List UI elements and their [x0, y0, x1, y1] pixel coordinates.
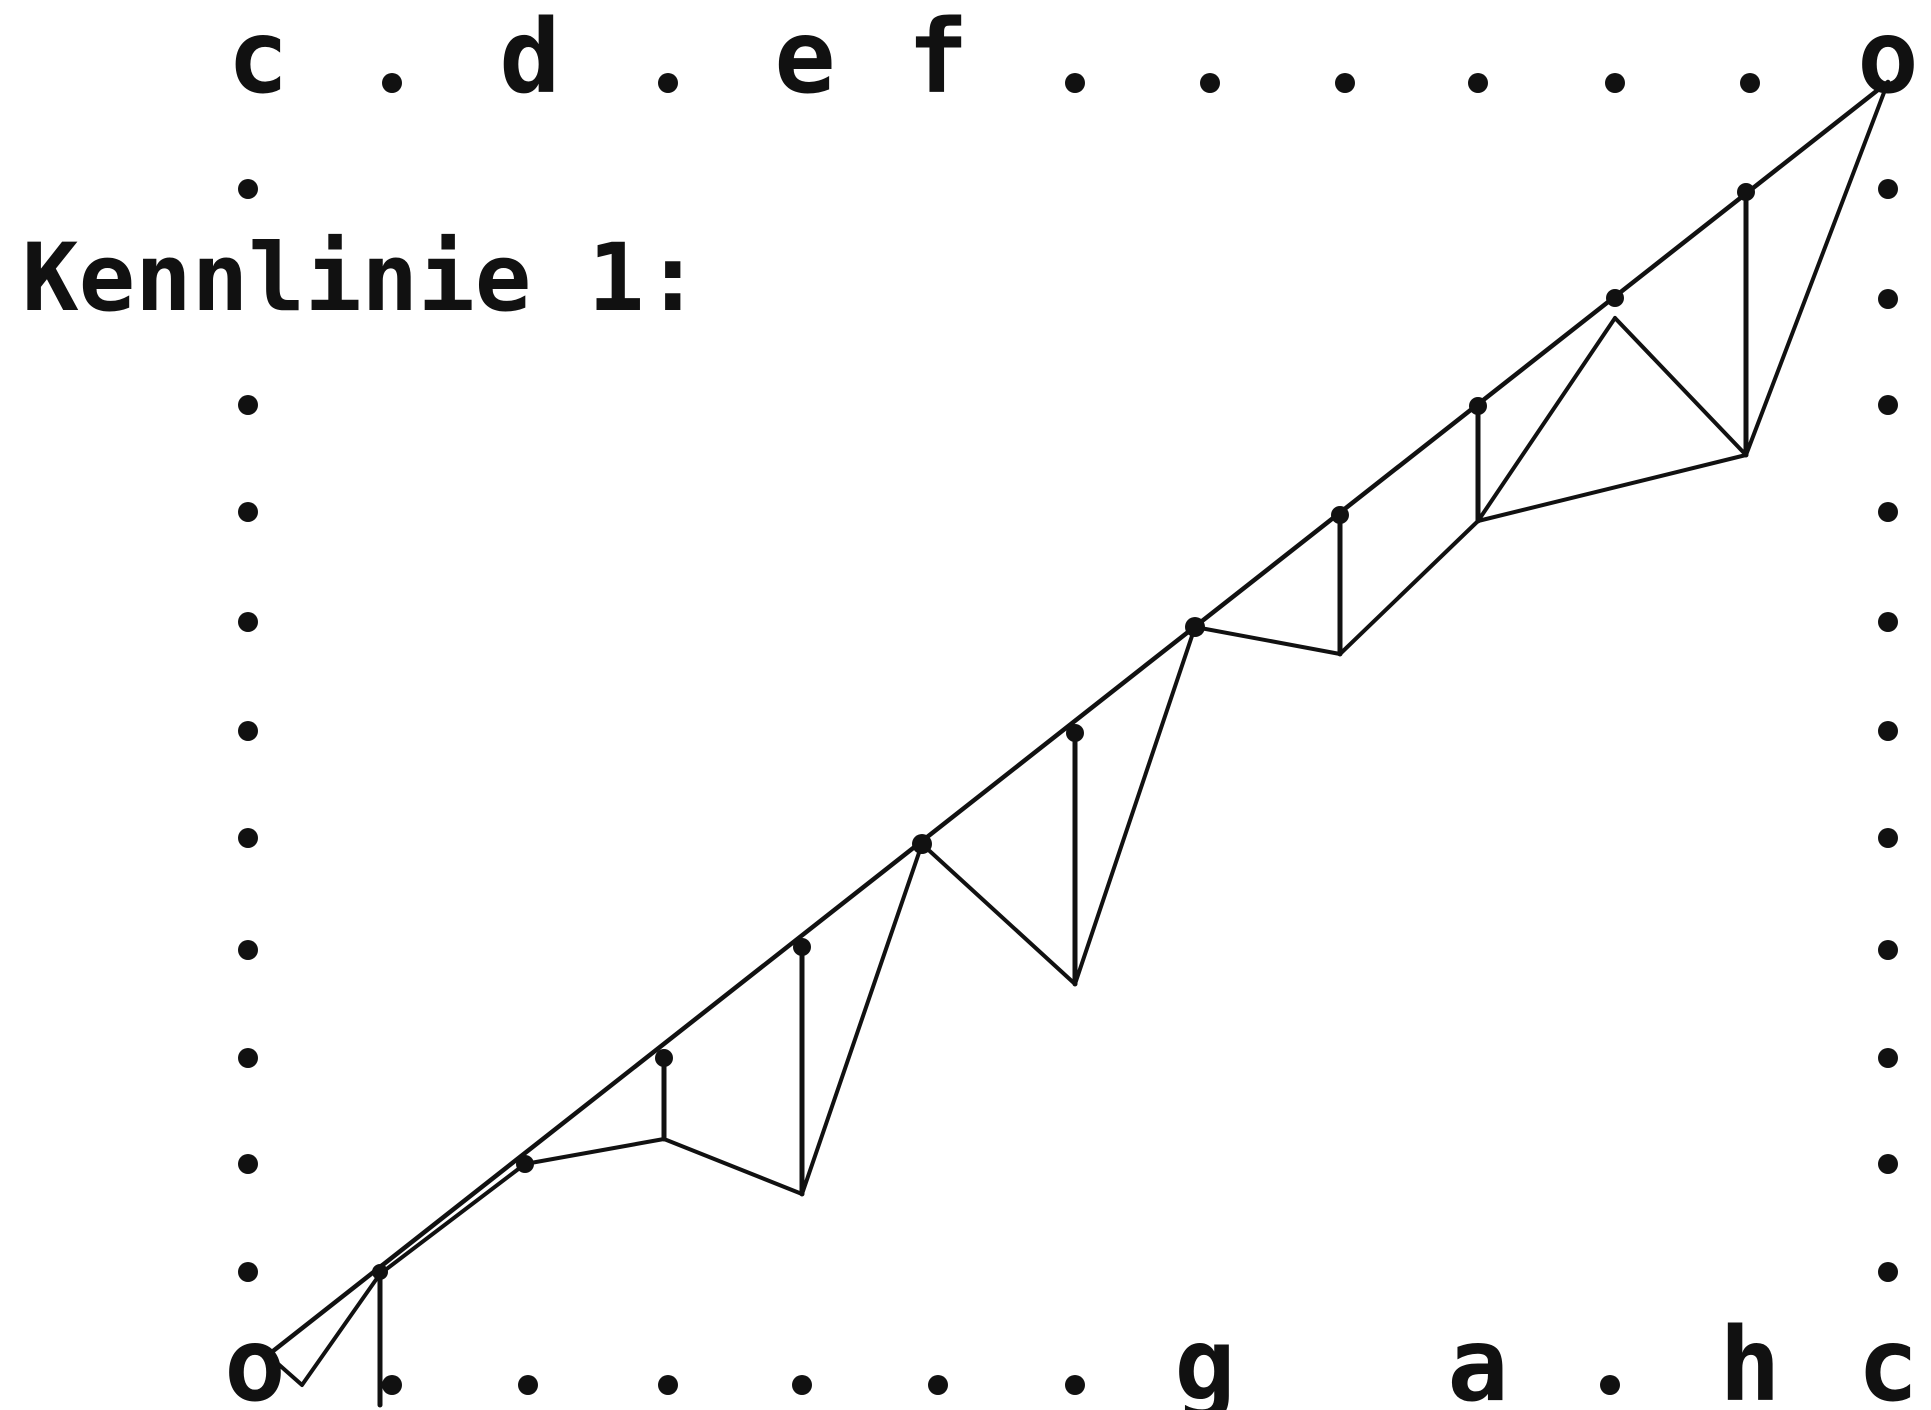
bottom-right-corner-label: c — [1857, 1306, 1918, 1410]
grid-dot — [238, 940, 258, 960]
bottom-left-corner-label: o — [224, 1306, 285, 1410]
bottom-label-g: g — [1174, 1306, 1235, 1410]
line-node — [1737, 183, 1755, 201]
line-node — [516, 1155, 534, 1173]
grid-dot — [1878, 1262, 1898, 1282]
grid-dot — [928, 1375, 948, 1395]
grid-dot — [1878, 612, 1898, 632]
grid-dot — [1605, 73, 1625, 93]
grid-dot — [1740, 73, 1760, 93]
grid-dot — [658, 1375, 678, 1395]
grid-dot — [382, 1375, 402, 1395]
line-node — [1185, 617, 1205, 637]
curve-upper-return-segment — [1613, 316, 1748, 457]
grid-dot — [1335, 73, 1355, 93]
grid-dot — [1065, 73, 1085, 93]
grid-dot — [1878, 289, 1898, 309]
top-label-e: e — [774, 0, 835, 117]
grid-dot — [238, 828, 258, 848]
grid-dot — [238, 1262, 258, 1282]
diagram-title: Kennlinie 1: — [22, 224, 701, 333]
grid-dot — [1878, 179, 1898, 199]
line-node — [912, 834, 932, 854]
grid-dot — [238, 1048, 258, 1068]
grid-dot — [1600, 1375, 1620, 1395]
grid-dot — [1878, 828, 1898, 848]
grid-dot — [658, 73, 678, 93]
curve-upper-segment — [1476, 316, 1617, 523]
top-label-d: d — [499, 0, 560, 117]
grid-dot — [1878, 502, 1898, 522]
grid-dot — [238, 179, 258, 199]
grid-dot — [238, 721, 258, 741]
line-node — [1331, 506, 1349, 524]
grid-dot — [1200, 73, 1220, 93]
grid-dot — [382, 73, 402, 93]
bottom-label-h: h — [1719, 1306, 1780, 1410]
bottom-label-a: a — [1447, 1306, 1508, 1410]
grid-dot — [238, 502, 258, 522]
line-node — [793, 938, 811, 956]
dot-border — [238, 73, 1898, 1395]
top-label-c: c — [227, 0, 288, 117]
grid-dot — [1468, 73, 1488, 93]
line-node — [655, 1049, 673, 1067]
top-label-f: f — [907, 0, 968, 117]
grid-dot — [238, 1154, 258, 1174]
line-node — [1469, 397, 1487, 415]
line-node — [372, 1264, 388, 1280]
grid-dot — [1878, 1154, 1898, 1174]
line-node — [1066, 724, 1084, 742]
grid-dot — [1878, 940, 1898, 960]
grid-dot — [518, 1375, 538, 1395]
grid-dot — [1878, 1048, 1898, 1068]
line-node — [1606, 289, 1624, 307]
grid-dot — [238, 395, 258, 415]
grid-dot — [1065, 1375, 1085, 1395]
grid-dot — [792, 1375, 812, 1395]
grid-dot — [1878, 395, 1898, 415]
grid-dot — [1878, 721, 1898, 741]
grid-dot — [238, 612, 258, 632]
